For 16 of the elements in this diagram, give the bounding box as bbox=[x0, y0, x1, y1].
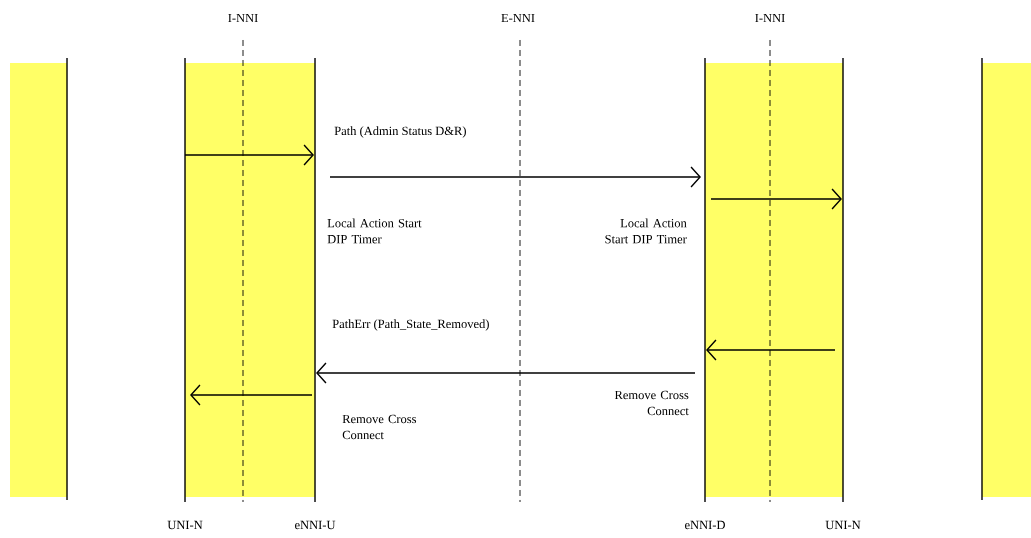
note-text: Local Action Start DIP Timer bbox=[605, 218, 687, 244]
interface-label: E-NNI bbox=[501, 13, 535, 23]
arrow bbox=[710, 188, 842, 210]
interface-label: I-NNI bbox=[755, 13, 785, 23]
arrow bbox=[190, 384, 313, 406]
edge-label: PathErr (Path_State_Removed) bbox=[331, 318, 491, 332]
arrow bbox=[316, 362, 696, 384]
note-text: Local Action Start DIP Timer bbox=[327, 218, 422, 244]
note-text: Remove Cross Connect bbox=[614, 390, 689, 416]
interface-label: I-NNI bbox=[228, 13, 258, 23]
lifeline: UNI-N bbox=[167, 57, 203, 530]
arrow bbox=[329, 166, 701, 188]
arrow bbox=[184, 144, 314, 166]
lifeline: UNI-N bbox=[825, 57, 861, 530]
arrow bbox=[706, 339, 836, 361]
edge-label: Path (Admin Status D&R) bbox=[333, 125, 468, 139]
